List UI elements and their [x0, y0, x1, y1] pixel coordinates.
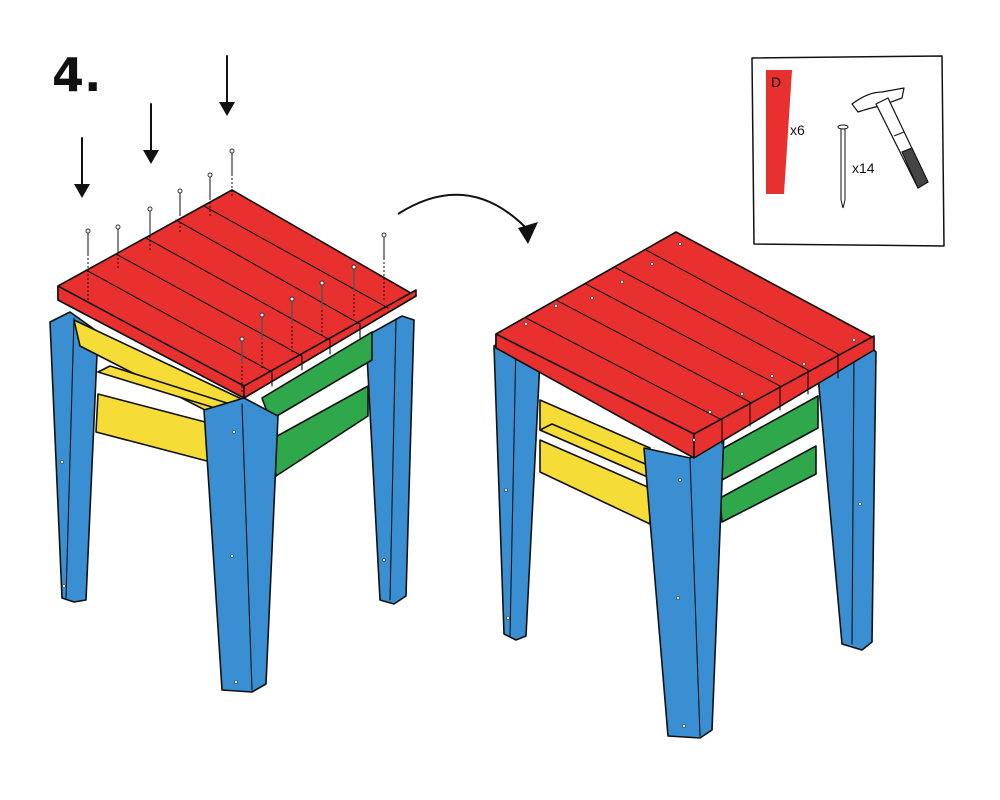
parts-box: D x6 x14	[751, 55, 945, 247]
slat-letter: D	[771, 74, 781, 90]
leg-back-left	[49, 311, 99, 603]
stool-assembled	[493, 231, 877, 739]
down-arrow-icon	[143, 103, 159, 164]
stool-exploded	[49, 55, 417, 693]
curved-arrow-icon	[397, 193, 538, 244]
nails-group	[85, 148, 387, 392]
leg-front	[203, 397, 279, 693]
hammer-icon	[851, 87, 929, 189]
leg-back-right	[365, 315, 415, 605]
leg-front	[643, 431, 725, 739]
nail-count: x14	[852, 160, 875, 176]
down-arrow-icon	[74, 137, 90, 198]
nail-icon	[837, 124, 849, 209]
step-number: 4.	[52, 48, 101, 102]
leg-back-left	[493, 335, 541, 641]
leg-back-right	[817, 345, 877, 651]
seat-side-edge	[693, 335, 875, 459]
down-arrow-icon	[219, 55, 235, 116]
slat-count: x6	[790, 122, 805, 138]
slat-part-icon	[766, 70, 792, 194]
